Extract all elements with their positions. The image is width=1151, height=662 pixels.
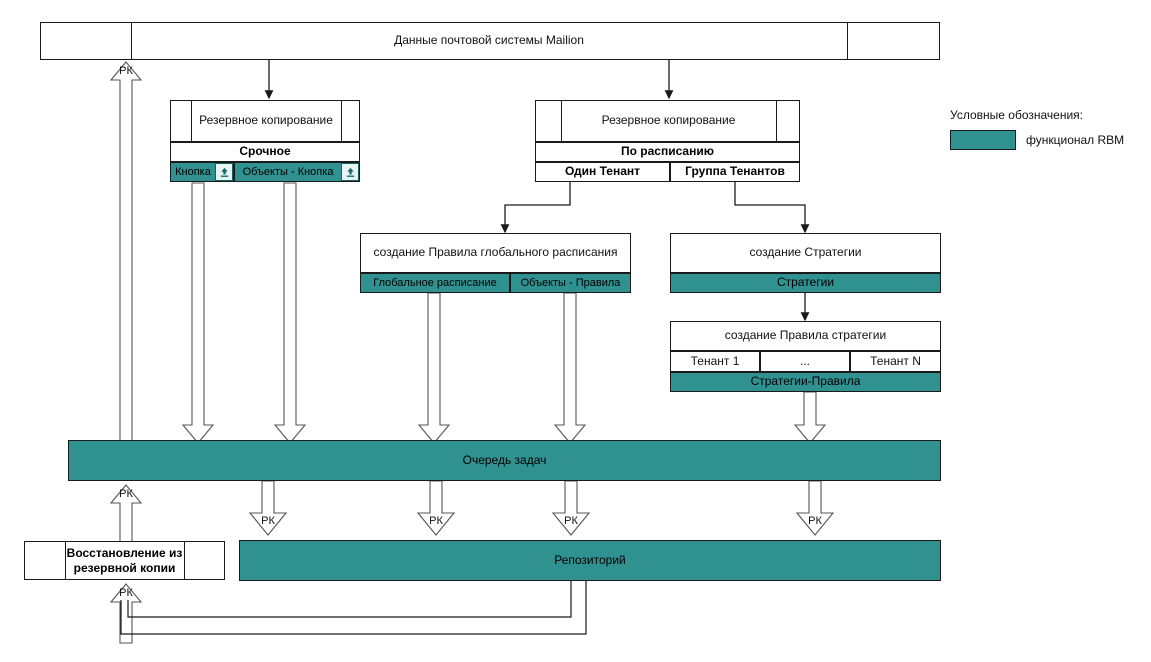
restore-divider-right [184, 542, 185, 579]
block-arrow-objknopka-to-queue [273, 182, 307, 444]
urgent-header-divider-right [341, 101, 342, 141]
block-arrow-globalsched-to-queue [417, 292, 451, 444]
upload-icon-glyph [220, 167, 228, 177]
legend-title: Условные обозначения: [950, 108, 1083, 122]
block-arrows-queue-to-repository [248, 480, 835, 536]
repository-label: Репозиторий [554, 552, 626, 567]
block-arrow-repo-to-restore [109, 583, 143, 644]
scheduled-backup-subheader-box: По расписанию [535, 142, 800, 162]
repository-return-lines [120, 581, 587, 635]
urgent-backup-subheader-box: Срочное [170, 142, 360, 162]
block-arrow-strategyrules-to-queue [793, 391, 827, 444]
strategy-rule-tenant-ellipsis-label: ... [799, 353, 810, 368]
arrow-label-rk-queue-repo-2: РК [429, 514, 443, 527]
strategy-cell-strategies-label: Стратегии [776, 275, 835, 290]
strategy-header-label: создание Стратегии [749, 245, 862, 260]
link-onetenant-to-globalrule [500, 182, 571, 234]
restore-label-line2: резервной копии [73, 560, 176, 575]
scheduled-backup-header-box: Резервное копирование [535, 100, 800, 142]
strategy-rule-tenant-n[interactable]: Тенант N [850, 351, 941, 372]
title-box-divider-right [847, 23, 848, 59]
urgent-backup-header-box: Резервное копирование [170, 100, 360, 142]
title-box-label: Данные почтовой системы Mailion [394, 33, 584, 48]
arrow-label-rk-title: РК [119, 64, 133, 77]
arrow-label-rk-queue-repo-1: РК [261, 514, 275, 527]
global-rule-cell-objects[interactable]: Объекты - Правила [510, 273, 631, 293]
legend-label-rbm: функционал RBM [1026, 133, 1125, 147]
block-arrow-queue-repo-1 [248, 480, 288, 536]
block-arrow-queue-repo-2 [416, 480, 456, 536]
strategy-header-box: создание Стратегии [670, 233, 941, 273]
scheduled-cell-tenant-group[interactable]: Группа Тенантов [670, 162, 800, 182]
block-arrow-knopka-to-queue [181, 182, 215, 444]
global-rule-header-label: создание Правила глобального расписания [373, 245, 618, 260]
scheduled-cell-tenant-group-label: Группа Тенантов [685, 164, 785, 179]
urgent-cell-objects-knopka-label: Объекты - Кнопка [242, 165, 334, 178]
global-rule-cell-schedule[interactable]: Глобальное расписание [360, 273, 510, 293]
scheduled-cell-one-tenant[interactable]: Один Тенант [535, 162, 670, 182]
title-box[interactable]: Данные почтовой системы Mailion [40, 22, 940, 60]
task-queue-label: Очередь задач [462, 452, 547, 467]
strategy-rule-tenant-1[interactable]: Тенант 1 [670, 351, 760, 372]
scheduled-header-divider-right [776, 101, 777, 141]
strategy-rule-header-box: создание Правила стратегии [670, 321, 941, 351]
strategy-rule-cell-label: Стратегии-Правила [750, 374, 861, 389]
block-arrow-queue-repo-4 [795, 480, 835, 536]
block-arrows-down-to-queue [181, 182, 827, 444]
global-rule-header-box: создание Правила глобального расписания [360, 233, 631, 273]
restore-box[interactable]: Восстановление из резервной копии [24, 541, 225, 580]
upload-icon [341, 163, 359, 181]
strategy-rule-cell[interactable]: Стратегии-Правила [670, 372, 941, 392]
urgent-cell-knopka-label: Кнопка [175, 165, 211, 178]
upload-icon-glyph [346, 167, 354, 177]
scheduled-backup-subheader-label: По расписанию [621, 144, 714, 159]
urgent-cell-knopka[interactable]: Кнопка [170, 162, 234, 182]
arrow-label-rk-queue-repo-4: РК [808, 514, 822, 527]
block-arrow-restore-to-queue [109, 484, 143, 544]
strategy-rule-tenant-ellipsis[interactable]: ... [760, 351, 850, 372]
global-rule-cell-objects-label: Объекты - Правила [520, 276, 621, 289]
task-queue-bar[interactable]: Очередь задач [68, 440, 941, 481]
arrow-label-rk-queue-repo-3: РК [564, 514, 578, 527]
strategy-rule-header-label: создание Правила стратегии [724, 328, 887, 343]
strategy-cell-strategies[interactable]: Стратегии [670, 273, 941, 293]
block-arrow-objrules-to-queue [553, 292, 587, 444]
strategy-rule-tenant-n-label: Тенант N [870, 353, 921, 368]
urgent-backup-header-label: Резервное копирование [199, 113, 333, 128]
upload-icon [215, 163, 233, 181]
block-arrow-queue-repo-3 [551, 480, 591, 536]
strategy-rule-tenant-1-label: Тенант 1 [690, 353, 740, 368]
restore-label-line1: Восстановление из [66, 546, 183, 561]
arrow-label-rk-repo-up: РК [119, 586, 133, 599]
scheduled-header-divider-left [561, 101, 562, 141]
repository-bar[interactable]: Репозиторий [239, 540, 941, 581]
global-rule-cell-schedule-label: Глобальное расписание [373, 276, 497, 289]
urgent-header-divider-left [191, 101, 192, 141]
scheduled-backup-header-label: Резервное копирование [601, 113, 736, 128]
restore-divider-left [65, 542, 66, 579]
block-arrow-queue-to-title [109, 61, 143, 442]
legend-swatch-rbm [950, 130, 1016, 150]
urgent-cell-objects-knopka[interactable]: Объекты - Кнопка [234, 162, 360, 182]
title-box-divider-left [131, 23, 132, 59]
scheduled-cell-one-tenant-label: Один Тенант [564, 164, 641, 179]
link-grouptenants-to-strategy [734, 182, 810, 234]
urgent-backup-subheader-label: Срочное [239, 144, 291, 159]
arrow-label-rk-restore-up: РК [119, 487, 133, 500]
block-arrows-up [109, 61, 143, 644]
